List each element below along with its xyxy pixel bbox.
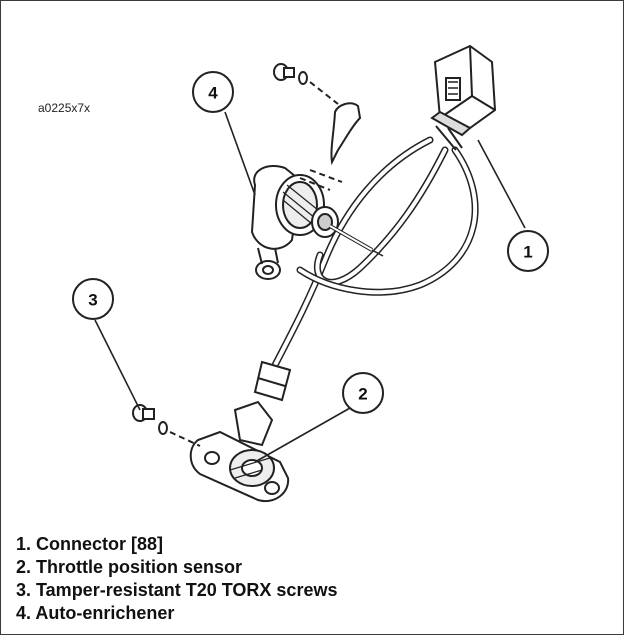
enrichener-screw: [273, 63, 339, 105]
callout-number-4: 4: [208, 84, 218, 103]
auto-enrichener: [250, 165, 384, 280]
leader-line-4: [224, 111, 256, 196]
legend-item-torx-screws: 3. Tamper-resistant T20 TORX screws: [16, 580, 338, 600]
legend-item-auto-enrichener: 4. Auto-enrichener: [16, 603, 175, 623]
callout-number-3: 3: [88, 291, 97, 310]
callout-1: 1: [507, 230, 549, 272]
legend-item-throttle-position-sensor: 2. Throttle position sensor: [16, 557, 243, 577]
throttle-position-sensor: [189, 400, 290, 503]
tps-screw: [132, 404, 201, 447]
callout-number-2: 2: [358, 385, 367, 404]
leader-line-2: [254, 407, 351, 463]
wire-harness: [266, 136, 479, 379]
figure-id: a0225x7x: [38, 101, 91, 115]
parts-illustration: 1 2 3 4: [72, 44, 549, 503]
callout-4: 4: [192, 71, 234, 113]
leader-line-3: [94, 319, 141, 411]
harness-boot: [253, 360, 292, 402]
parts-legend: 1. Connector [88] 2. Throttle position s…: [16, 533, 337, 625]
legend-item-connector: 1. Connector [88]: [16, 534, 164, 554]
enrichener-bracket: [299, 102, 362, 191]
connector-88: [430, 44, 497, 151]
leader-line-1: [477, 139, 526, 229]
leader-lines: [94, 111, 526, 463]
callout-3: 3: [72, 278, 114, 320]
callout-2: 2: [342, 372, 384, 414]
callout-number-1: 1: [523, 243, 532, 262]
